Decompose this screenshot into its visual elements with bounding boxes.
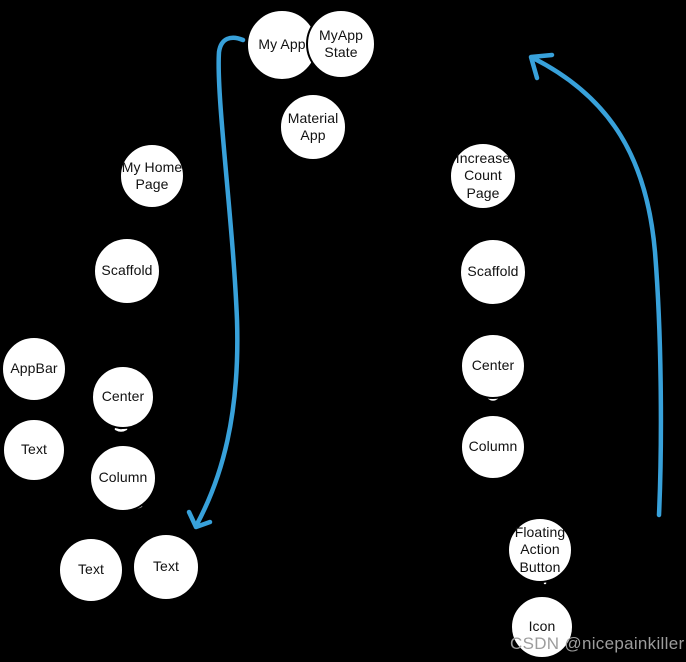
node-floating-action-button: Floating Action Button [507,517,573,583]
node-label: Increase Count Page [455,150,511,201]
watermark: CSDN @nicepainkiller [510,634,685,653]
stroke-remnant [114,427,128,432]
node-scaffold-right: Scaffold [459,238,527,306]
node-text-column-1: Text [58,537,124,603]
node-label: Text [152,558,180,575]
node-label: Scaffold [101,262,153,279]
node-appbar: AppBar [1,336,67,402]
curved-arrow-right-up [530,55,664,518]
node-label: Column [98,469,148,486]
curved-arrow-left-down [193,35,246,529]
node-icon: Icon [510,595,574,659]
node-scaffold-left: Scaffold [93,237,161,305]
node-label: Column [468,438,518,455]
node-label: Icon [528,618,556,635]
node-label: Floating Action Button [514,524,566,575]
node-label: My Home Page [121,158,183,192]
node-material-app: Material App [279,93,347,161]
node-label: Material App [287,109,339,143]
node-label: Center [101,388,145,405]
node-label: Scaffold [467,263,519,280]
node-my-app: My App [246,9,318,81]
node-label: My App [258,36,306,53]
node-center-left: Center [91,365,155,429]
node-increase-count-page: Increase Count Page [449,142,517,210]
node-label: Text [20,441,48,458]
node-center-right: Center [460,333,526,399]
node-myapp-state: MyApp State [306,9,376,79]
node-label: MyApp State [318,26,364,60]
node-text-column-2: Text [132,533,200,601]
node-column-left: Column [89,444,157,512]
curved-arrow-right-up-arrowhead-icon [528,52,555,81]
curved-arrow-left-down-arrowhead-icon [186,509,213,530]
node-my-home-page: My Home Page [119,143,185,209]
node-text-appbar: Text [2,418,66,482]
node-label: AppBar [10,360,58,377]
node-column-right: Column [460,414,526,480]
node-label: Text [77,561,105,578]
node-label: Center [471,357,515,374]
